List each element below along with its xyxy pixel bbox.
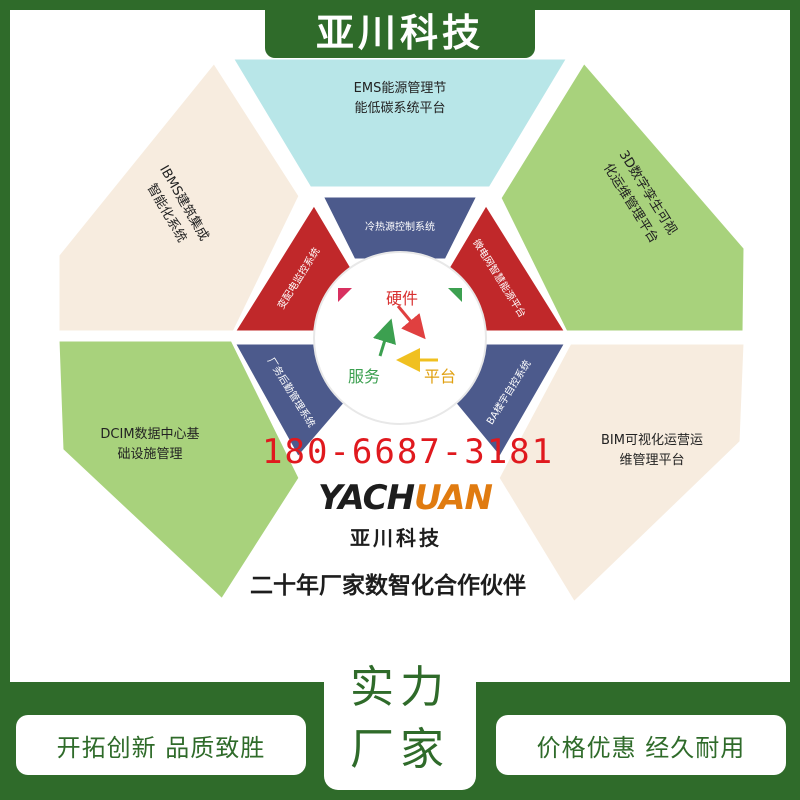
phone-number: 180-6687-3181 <box>262 432 555 472</box>
ems-label-2: 能低碳系统平台 <box>354 101 445 116</box>
strength-line1: 实力 <box>350 662 450 713</box>
strength-line2: 厂家 <box>350 724 450 775</box>
strength-badge: 实力 厂家 <box>324 648 476 790</box>
solution-wheel: EMS能源管理节 能低碳系统平台 3D数字孪生可视 化运维管理平台 BIM可视化… <box>56 56 747 606</box>
hvac-label: 冷热源控制系统 <box>365 220 435 233</box>
slogan-right: 价格优惠 经久耐用 <box>496 715 786 775</box>
hub-arrow-green <box>373 318 396 357</box>
hub-hardware-label: 硬件 <box>386 289 418 308</box>
dcim-label-1: DCIM数据中心基 <box>100 427 199 442</box>
header-title: 亚川科技 <box>265 0 535 58</box>
bim-label-2: 维管理平台 <box>619 453 684 468</box>
segment-hvac <box>319 194 481 262</box>
company-name: 亚川科技 <box>350 526 442 550</box>
brand-logo: YACHUAN <box>318 478 493 518</box>
segment-dcim <box>56 338 302 603</box>
main-panel: EMS能源管理节 能低碳系统平台 3D数字孪生可视 化运维管理平台 BIM可视化… <box>10 10 790 682</box>
hub-circle <box>313 251 487 425</box>
hub-arrow-red <box>396 305 426 340</box>
segment-3d-twin <box>498 59 747 334</box>
hub-platform-label: 平台 <box>424 367 456 386</box>
slogan-left: 开拓创新 品质致胜 <box>16 715 306 775</box>
bim-label-1: BIM可视化运营运 <box>601 433 703 448</box>
segment-bim <box>496 341 747 606</box>
segment-ibms <box>56 59 302 334</box>
logo-accent: UAN <box>414 478 493 518</box>
segment-ems <box>229 56 571 190</box>
dcim-label-2: 础设施管理 <box>117 447 182 462</box>
logo-main: YACH <box>318 478 415 518</box>
tagline: 二十年厂家数智化合作伙伴 <box>250 573 526 599</box>
hub-corner-red-icon <box>338 288 352 302</box>
ems-label-1: EMS能源管理节 <box>354 81 447 96</box>
hub-corner-green-icon <box>448 288 462 302</box>
hub-service-label: 服务 <box>348 367 380 386</box>
